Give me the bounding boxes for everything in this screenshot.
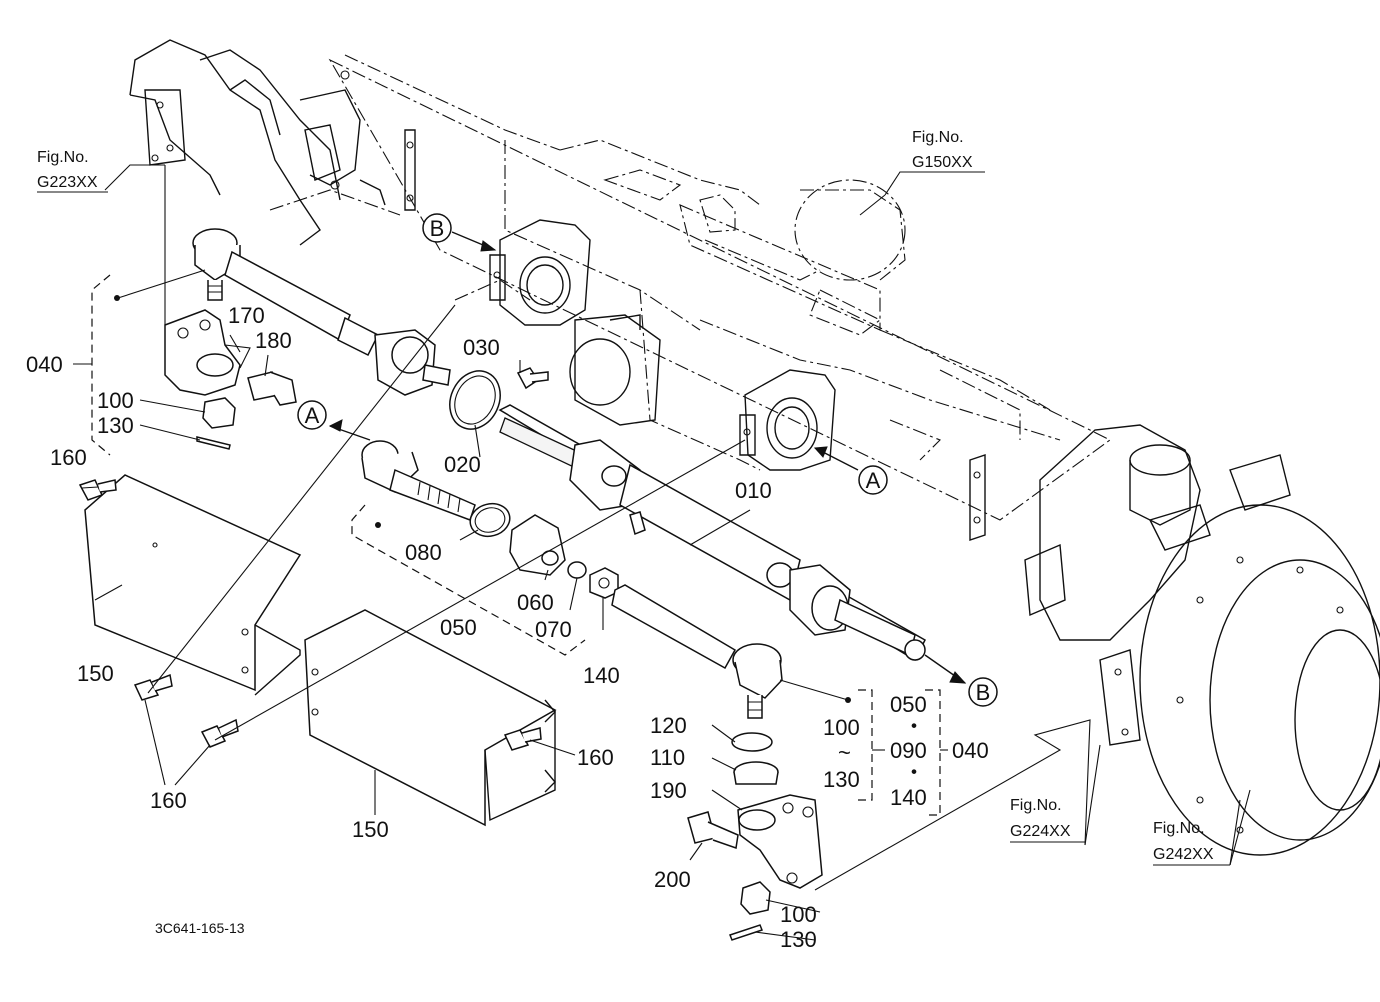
label-110: 110	[650, 745, 685, 770]
label-group-090: 090	[890, 738, 927, 763]
label-130-lower: 130	[780, 927, 817, 952]
axle-bracket-upper	[404, 129, 591, 326]
figure-ref-g223-code: G223XX	[37, 174, 98, 191]
label-group-140: 140	[890, 785, 927, 810]
label-170: 170	[228, 303, 265, 328]
label-range-130: 130	[823, 767, 860, 792]
label-080: 080	[405, 540, 442, 565]
arrow-a-right	[813, 446, 859, 471]
figure-ref-g242-code: G242XX	[1153, 846, 1214, 863]
seal-ring-120	[731, 732, 773, 752]
label-group-dot-2: ・	[903, 760, 925, 785]
label-160-right: 160	[577, 745, 614, 770]
tie-rod-sleeve	[374, 329, 451, 396]
label-030: 030	[463, 335, 500, 360]
arrow-b-upper	[451, 231, 497, 252]
castle-nut-upper	[196, 397, 236, 450]
arrow-b-lower	[924, 654, 967, 684]
label-040-left: 040	[26, 352, 63, 377]
label-130-upper: 130	[97, 413, 134, 438]
label-070: 070	[535, 617, 572, 642]
axle-housing	[269, 54, 1112, 521]
callout-b-lower: B	[968, 677, 998, 707]
label-range-tilde: ~	[838, 740, 851, 765]
drawing-number: 3C641-165-13	[155, 920, 245, 936]
figure-ref-g242-caption: Fig.No.	[1153, 820, 1205, 837]
callout-a-right: A	[858, 465, 888, 495]
leader-lines	[73, 164, 1251, 941]
assembly-bracket-050-140	[925, 689, 941, 816]
label-040-right: 040	[952, 738, 989, 763]
label-100-lower: 100	[780, 902, 817, 927]
label-160-top: 160	[50, 445, 87, 470]
callout-b-lower-text: B	[976, 680, 991, 705]
label-200: 200	[654, 867, 691, 892]
label-160-bottom: 160	[150, 788, 187, 813]
label-060: 060	[517, 590, 554, 615]
seal-110	[733, 761, 779, 785]
callout-a-left-text: A	[305, 403, 320, 428]
figure-ref-g224: Fig.No. G224XX	[1010, 797, 1085, 843]
label-140-lower: 140	[583, 663, 620, 688]
circlip-020	[449, 370, 501, 430]
snap-ring-070	[567, 561, 587, 579]
callout-b-upper: B	[422, 213, 452, 243]
figure-ref-g223-caption: Fig.No.	[37, 149, 89, 166]
bolt-030	[516, 367, 549, 390]
label-050-lower: 050	[440, 615, 477, 640]
assembly-bracket-050-lower	[351, 504, 586, 656]
bolt-160-b	[133, 673, 173, 701]
label-120: 120	[650, 713, 687, 738]
mount-housing	[569, 314, 661, 426]
bolt-160-a	[78, 479, 117, 501]
figure-ref-g224-code: G224XX	[1010, 823, 1071, 840]
assembly-bracket-040-upper	[91, 274, 111, 456]
label-180: 180	[255, 328, 292, 353]
label-020: 020	[444, 452, 481, 477]
arrow-a-left	[328, 419, 371, 441]
bolt-180	[247, 371, 297, 406]
label-010: 010	[735, 478, 772, 503]
figure-ref-g150: Fig.No. G150XX	[912, 129, 973, 171]
dust-boot-060	[509, 514, 566, 576]
knuckle-arm-lower	[737, 794, 823, 889]
label-150-right: 150	[352, 817, 389, 842]
label-190: 190	[650, 778, 687, 803]
castle-nut-lower	[729, 881, 771, 941]
tie-rod-lower	[611, 584, 783, 719]
figure-ref-g223: Fig.No. G223XX	[37, 149, 108, 193]
callout-a-right-text: A	[866, 468, 881, 493]
o-ring-080	[469, 502, 511, 538]
tie-rod-end-upper	[192, 228, 380, 357]
cylinder-cover-left	[84, 474, 302, 696]
knuckle-arm-upper	[164, 309, 251, 396]
figure-ref-g224-caption: Fig.No.	[1010, 797, 1062, 814]
cylinder-cover-right	[304, 609, 557, 827]
transmission-case	[129, 39, 386, 246]
part-labels: 040 170 180 100 130 160 030 020 010 080 …	[26, 303, 989, 952]
callout-b-upper-text: B	[430, 216, 445, 241]
figure-ref-g242: Fig.No. G242XX	[1153, 820, 1230, 866]
final-drive-hub	[969, 424, 1380, 856]
label-range-100: 100	[823, 715, 860, 740]
label-group-dot-1: ・	[903, 714, 925, 739]
axle-bracket-lower	[739, 369, 836, 471]
label-150-left: 150	[77, 661, 114, 686]
figure-ref-g150-code: G150XX	[912, 154, 973, 171]
callout-a-left: A	[297, 400, 327, 430]
assembly-bracket-100-130	[858, 689, 873, 801]
figure-ref-g150-caption: Fig.No.	[912, 129, 964, 146]
bolt-160-c	[200, 718, 239, 748]
bolt-200	[687, 811, 739, 850]
bolt-160-d	[503, 727, 542, 751]
label-100-upper: 100	[97, 388, 134, 413]
label-group-050: 050	[890, 692, 927, 717]
